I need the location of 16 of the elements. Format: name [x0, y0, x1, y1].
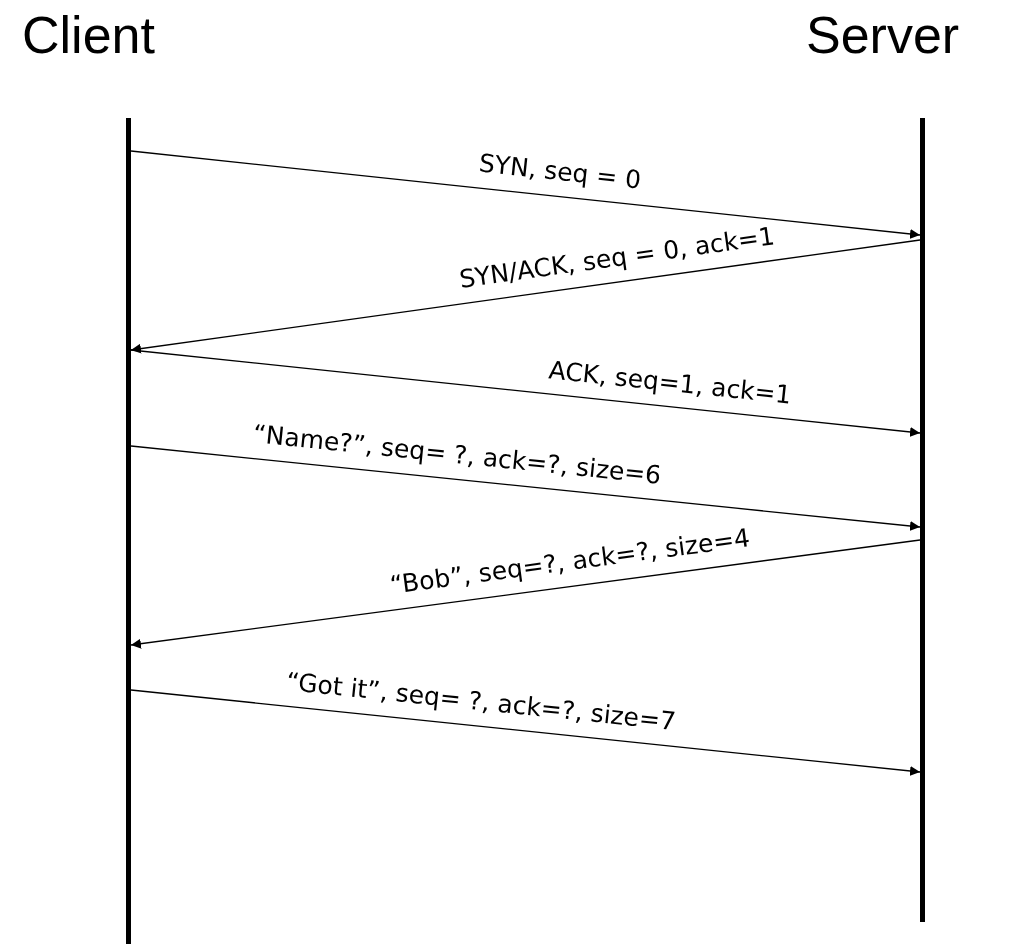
message-arrow: [130, 150, 921, 239]
edge-label: “Bob”, seq=?, ack=?, size=4: [387, 523, 752, 602]
message-arrow: [130, 239, 921, 354]
lifeline-title: Server: [806, 0, 996, 70]
lifeline: [920, 118, 925, 922]
edge-label: “Got it”, seq= ?, ack=?, size=7: [284, 667, 677, 738]
edge-label: “Name?”, seq= ?, ack=?, size=6: [251, 419, 663, 492]
edge-label: SYN/ACK, seq = 0, ack=1: [457, 221, 777, 295]
message-arrow: [130, 445, 921, 531]
message-arrow: [130, 349, 921, 437]
lifeline-title: Client: [22, 0, 202, 70]
edge-label: SYN, seq = 0: [477, 148, 643, 196]
lifeline: [126, 118, 131, 944]
message-arrow: [130, 689, 921, 776]
edge-label: ACK, seq=1, ack=1: [547, 354, 793, 411]
message-arrow: [130, 539, 921, 649]
